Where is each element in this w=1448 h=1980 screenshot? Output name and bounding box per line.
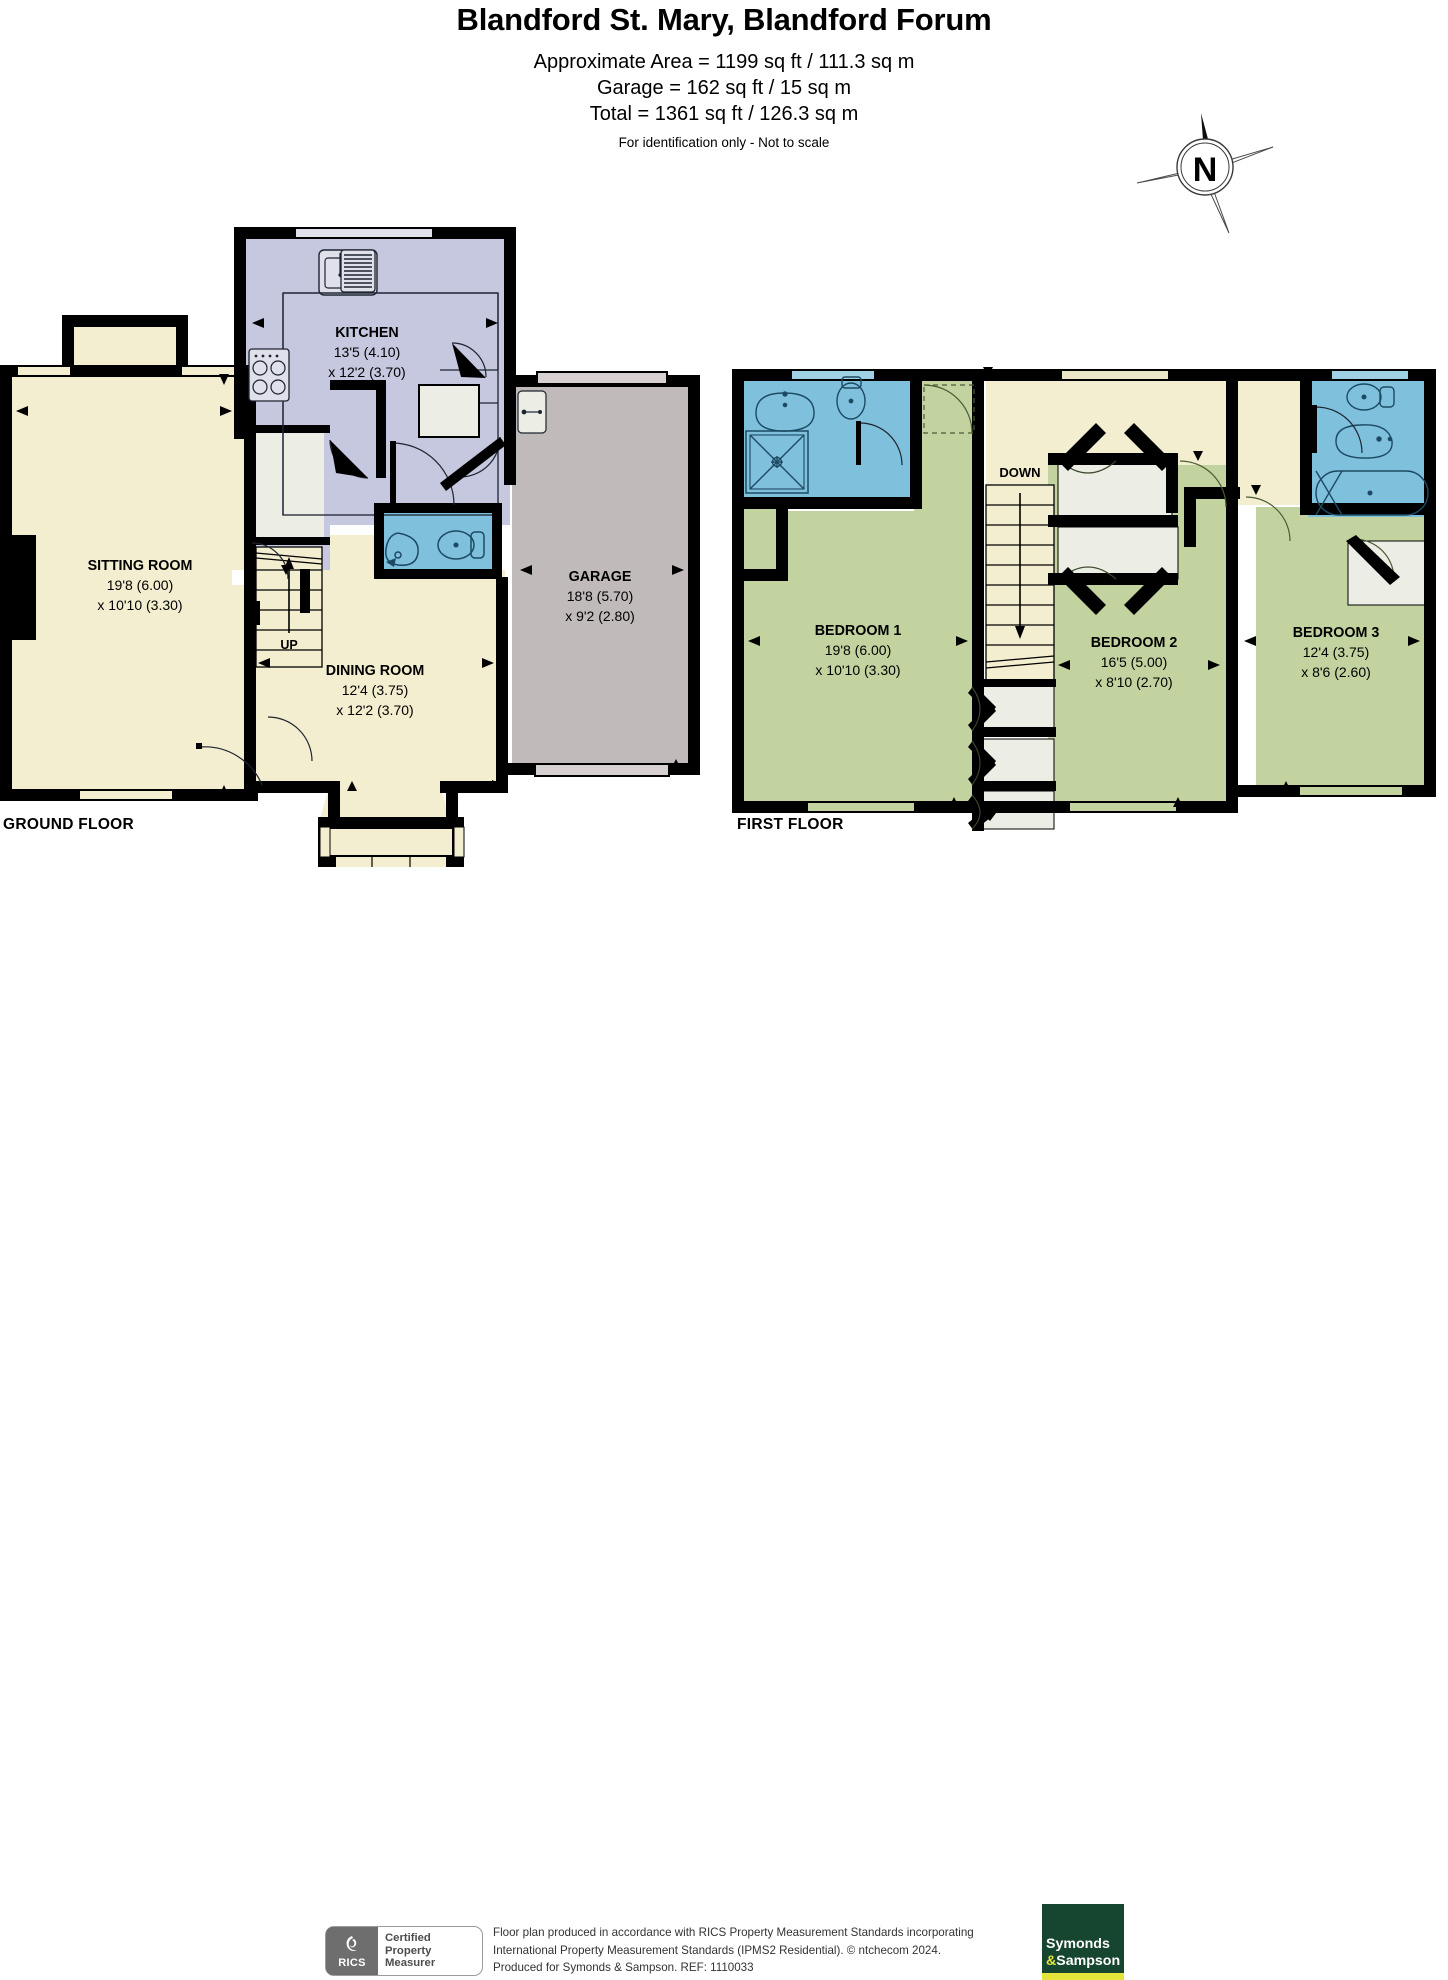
room-label-bedroom-3: BEDROOM 3 bbox=[1293, 625, 1380, 641]
rics-emblem-icon bbox=[346, 1935, 357, 1951]
room-dim2-garage: x 9'2 (2.80) bbox=[565, 608, 635, 624]
compass-north-label: N bbox=[1193, 151, 1218, 189]
room-dim2-bedroom-2: x 8'10 (2.70) bbox=[1095, 674, 1172, 690]
first-floor-plan: DOWN bbox=[728, 365, 1448, 835]
ground-floor-label: GROUND FLOOR bbox=[3, 816, 135, 833]
ensuite-fixtures bbox=[745, 376, 866, 494]
rics-certified-badge: RICS Certified Property Measurer bbox=[325, 1926, 483, 1976]
page-title: Blandford St. Mary, Blandford Forum bbox=[456, 2, 992, 37]
room-label-kitchen: KITCHEN bbox=[335, 325, 399, 341]
room-dim2-sitting-room: x 10'10 (3.30) bbox=[97, 597, 182, 613]
ground-floor-staircase bbox=[255, 546, 323, 668]
total-area-text: Total = 1361 sq ft / 126.3 sq m bbox=[589, 103, 859, 125]
room-dim2-kitchen: x 12'2 (3.70) bbox=[328, 364, 405, 380]
first-floor-staircase bbox=[985, 484, 1055, 681]
symonds-sampson-logo: Symonds &Sampson bbox=[1042, 1904, 1124, 1980]
approximate-area-text: Approximate Area = 1199 sq ft / 111.3 sq… bbox=[533, 51, 915, 73]
agent-ampersand: & bbox=[1046, 1952, 1057, 1969]
rics-line-2: Property bbox=[385, 1944, 432, 1957]
rics-line-3: Measurer bbox=[385, 1957, 436, 1970]
rics-logo-mark: RICS bbox=[326, 1927, 378, 1975]
disclaimer-line-2: International Property Measurement Stand… bbox=[493, 1943, 942, 1957]
rics-line-1: Certified bbox=[385, 1932, 431, 1945]
room-dim2-bedroom-3: x 8'6 (2.60) bbox=[1301, 664, 1371, 680]
disclaimer-notice: For identification only - Not to scale bbox=[618, 135, 830, 150]
room-dim1-sitting-room: 19'8 (6.00) bbox=[107, 577, 174, 593]
bathroom-fixtures bbox=[1315, 383, 1429, 516]
room-label-garage: GARAGE bbox=[569, 569, 632, 585]
room-dim1-bedroom-3: 12'4 (3.75) bbox=[1303, 644, 1370, 660]
first-floor-label: FIRST FLOOR bbox=[737, 816, 844, 833]
agent-logo-accent-bar bbox=[1042, 1973, 1124, 1980]
footer-disclaimer: Floor plan produced in accordance with R… bbox=[493, 1924, 1038, 1977]
disclaimer-line-1: Floor plan produced in accordance with R… bbox=[493, 1926, 974, 1939]
agent-name-line-2: Sampson bbox=[1056, 1952, 1121, 1969]
disclaimer-line-3: Produced for Symonds & Sampson. REF: 111… bbox=[493, 1961, 754, 1974]
ground-floor-plan: UP bbox=[0, 225, 720, 870]
ground-staircase-label: UP bbox=[280, 638, 297, 652]
cloakroom-fixtures bbox=[385, 530, 485, 566]
room-dim2-bedroom-1: x 10'10 (3.30) bbox=[815, 662, 900, 678]
room-dim1-dining-room: 12'4 (3.75) bbox=[342, 682, 409, 698]
room-label-bedroom-1: BEDROOM 1 bbox=[815, 623, 902, 639]
room-dim1-bedroom-2: 16'5 (5.00) bbox=[1101, 654, 1168, 670]
room-label-sitting-room: SITTING ROOM bbox=[88, 558, 193, 574]
first-staircase-label: DOWN bbox=[999, 465, 1040, 480]
rics-logo-text: RICS bbox=[338, 1956, 366, 1969]
sitting-room-fill bbox=[8, 323, 248, 795]
agent-name-line-1: Symonds bbox=[1046, 1936, 1110, 1952]
room-dim1-bedroom-1: 19'8 (6.00) bbox=[825, 642, 892, 658]
room-dim2-dining-room: x 12'2 (3.70) bbox=[336, 702, 413, 718]
room-dim1-kitchen: 13'5 (4.10) bbox=[334, 344, 401, 360]
room-label-dining-room: DINING ROOM bbox=[326, 663, 425, 679]
ensuite-fill bbox=[742, 377, 918, 507]
kitchen-fixtures bbox=[248, 249, 499, 516]
footer: RICS Certified Property Measurer Floor p… bbox=[0, 948, 1448, 1980]
garage-area-text: Garage = 162 sq ft / 15 sq m bbox=[596, 77, 852, 99]
room-dim1-garage: 18'8 (5.70) bbox=[567, 588, 634, 604]
room-label-bedroom-2: BEDROOM 2 bbox=[1091, 635, 1178, 651]
compass-rose: N bbox=[1133, 105, 1278, 240]
garage-fill bbox=[512, 385, 700, 775]
